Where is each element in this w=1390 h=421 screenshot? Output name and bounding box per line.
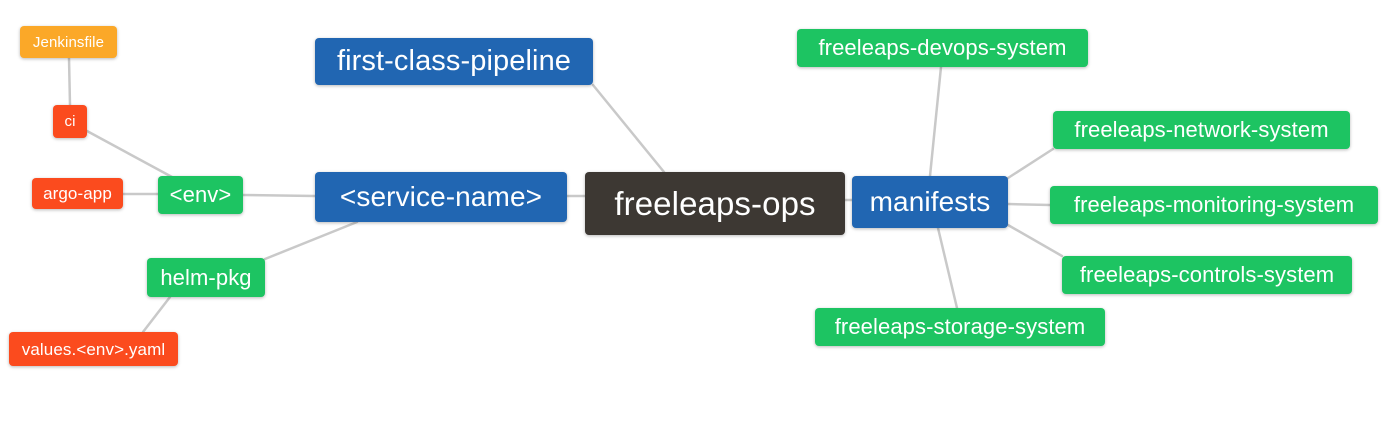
node-helm-pkg[interactable]: helm-pkg bbox=[147, 258, 265, 297]
node-freeleaps-monitoring-system[interactable]: freeleaps-monitoring-system bbox=[1050, 186, 1378, 224]
node-env[interactable]: <env> bbox=[158, 176, 243, 214]
node-ci[interactable]: ci bbox=[53, 105, 87, 138]
node-label: Jenkinsfile bbox=[32, 33, 105, 51]
node-label: freeleaps-controls-system bbox=[1079, 262, 1335, 287]
node-label: freeleaps-devops-system bbox=[818, 35, 1067, 60]
edge-first-class-pipeline-to-freeleaps-ops bbox=[591, 83, 666, 174]
node-label: freeleaps-ops bbox=[614, 185, 816, 222]
node-argo-app[interactable]: argo-app bbox=[32, 178, 123, 209]
edge-jenkinsfile-to-ci bbox=[67, 56, 72, 107]
edge-manifests-to-freeleaps-controls-system bbox=[1006, 223, 1064, 258]
edge-values-yaml-to-helm-pkg bbox=[141, 295, 172, 334]
node-label: argo-app bbox=[43, 184, 112, 203]
node-freeleaps-storage-system[interactable]: freeleaps-storage-system bbox=[815, 308, 1105, 346]
edge-helm-pkg-to-service-name bbox=[263, 220, 359, 261]
edge-freeleaps-devops-system-to-manifests bbox=[928, 65, 943, 178]
node-jenkinsfile[interactable]: Jenkinsfile bbox=[20, 26, 117, 58]
node-service-name[interactable]: <service-name> bbox=[315, 172, 567, 222]
edge-env-to-service-name bbox=[241, 193, 317, 198]
node-freeleaps-devops-system[interactable]: freeleaps-devops-system bbox=[797, 29, 1088, 67]
node-label: <service-name> bbox=[339, 181, 543, 212]
node-label: helm-pkg bbox=[160, 264, 252, 290]
node-label: first-class-pipeline bbox=[336, 45, 572, 77]
node-label: freeleaps-monitoring-system bbox=[1073, 192, 1355, 217]
node-freeleaps-network-system[interactable]: freeleaps-network-system bbox=[1053, 111, 1350, 149]
node-label: <env> bbox=[169, 182, 232, 207]
edge-manifests-to-freeleaps-monitoring-system bbox=[1006, 202, 1052, 207]
node-label: freeleaps-network-system bbox=[1074, 117, 1329, 142]
node-label: values.<env>.yaml bbox=[21, 339, 166, 359]
edge-manifests-to-freeleaps-network-system bbox=[1006, 147, 1055, 180]
node-label: freeleaps-storage-system bbox=[834, 314, 1086, 339]
node-label: ci bbox=[64, 113, 76, 130]
node-freeleaps-controls-system[interactable]: freeleaps-controls-system bbox=[1062, 256, 1352, 294]
edge-ci-to-env bbox=[85, 129, 174, 179]
node-label: manifests bbox=[869, 186, 991, 217]
node-manifests[interactable]: manifests bbox=[852, 176, 1008, 228]
node-freeleaps-ops[interactable]: freeleaps-ops bbox=[585, 172, 845, 235]
edge-manifests-to-freeleaps-storage-system bbox=[936, 226, 959, 310]
node-first-class-pipeline[interactable]: first-class-pipeline bbox=[315, 38, 593, 85]
node-values-yaml[interactable]: values.<env>.yaml bbox=[9, 332, 178, 366]
